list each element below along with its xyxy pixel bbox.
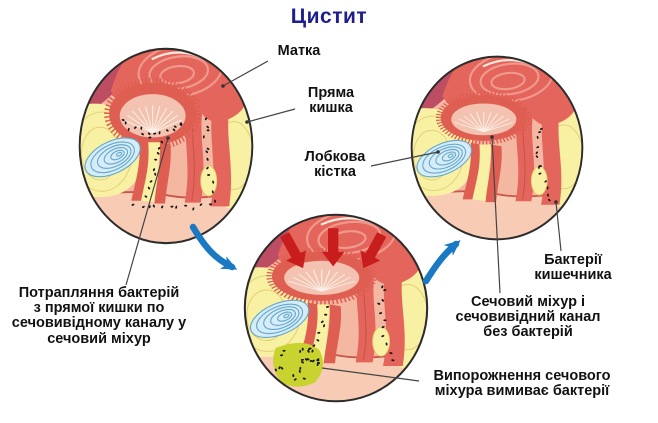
label-uterus: Матка xyxy=(277,43,321,59)
panel-bladder-emptying xyxy=(243,213,429,403)
label-flush: Випорожнення сечового міхура вимиває бак… xyxy=(433,368,611,400)
label-pubic-bone: Лобкова кістка xyxy=(304,149,366,181)
label-rectum: Пряма кишка xyxy=(307,85,355,117)
label-no-bacteria: Сечовий міхур і сечовивідний канал без б… xyxy=(455,294,601,341)
label-bacteria-entry: Потрапляння бактерій з прямої кишки по с… xyxy=(11,285,187,347)
panel-bacteria-entry xyxy=(78,47,254,245)
pressure-arrows-icon xyxy=(280,228,387,269)
label-gut-bacteria: Бактерії кишечника xyxy=(534,252,612,284)
page-title: Цистит xyxy=(290,5,368,28)
panel-clean-bladder xyxy=(410,55,584,241)
cycle-arrow-right-icon xyxy=(422,240,461,285)
